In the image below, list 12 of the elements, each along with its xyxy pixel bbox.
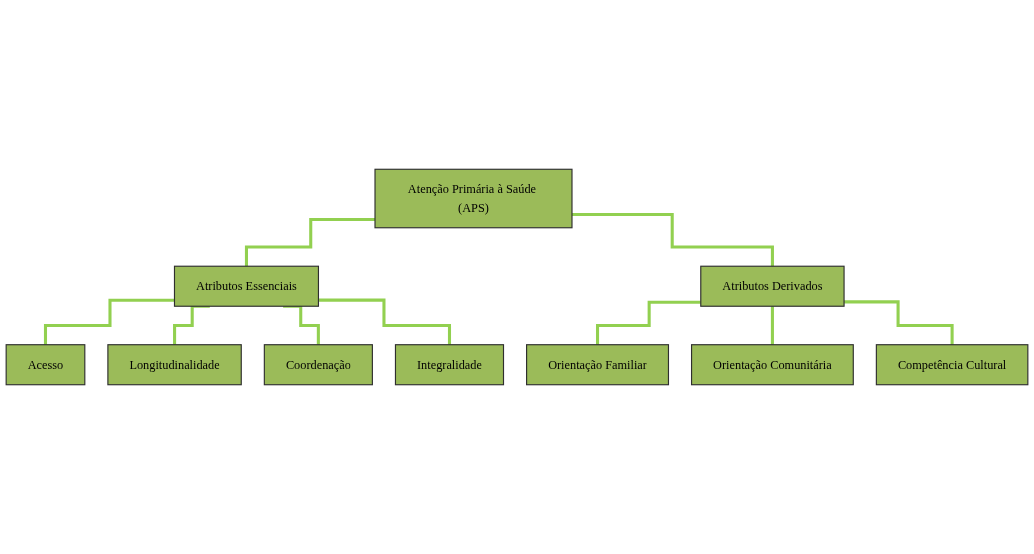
node-box: Orientação Comunitária bbox=[691, 344, 854, 386]
node-box: Integralidade bbox=[394, 344, 505, 386]
node-box: Atributos Essenciais bbox=[173, 265, 320, 307]
node-box: Competência Cultural bbox=[875, 344, 1029, 386]
node-box: Longitudinalidade bbox=[107, 344, 242, 386]
connector bbox=[572, 212, 774, 268]
node-box: Orientação Familiar bbox=[526, 344, 670, 386]
node-box: Atributos Derivados bbox=[700, 265, 845, 307]
node-box: Atenção Primária à Saúde (APS) bbox=[374, 168, 573, 229]
node-box: Coordenação bbox=[263, 344, 373, 386]
node-box: Acesso bbox=[5, 344, 86, 386]
connector bbox=[244, 218, 375, 268]
